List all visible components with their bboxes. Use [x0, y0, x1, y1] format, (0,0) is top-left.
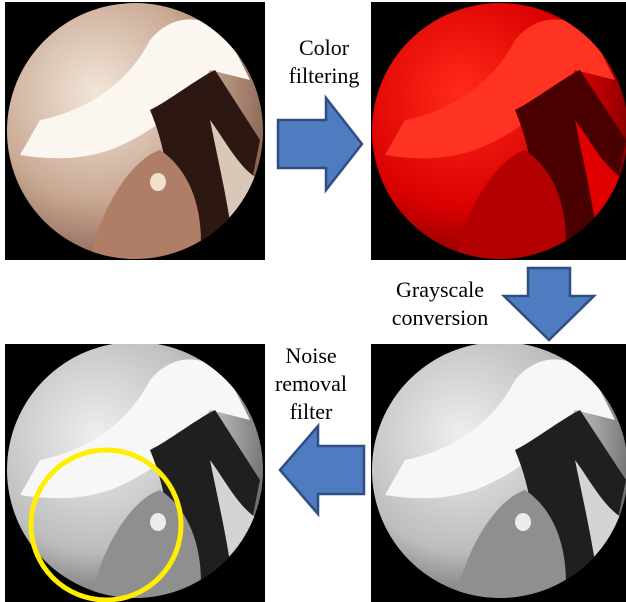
step-label-noise-removal: Noise removal filter [266, 342, 356, 426]
step-label-line: Color [284, 34, 364, 62]
panel-original [5, 2, 265, 260]
arrow-right-icon [278, 98, 362, 190]
arrow-down-icon [504, 268, 594, 340]
step-label-line: removal [266, 370, 356, 398]
panel-noise-removed [5, 344, 265, 602]
arrow-left-icon [280, 426, 364, 514]
step-label-color-filtering: Color filtering [284, 34, 364, 90]
panel-color-filtered [371, 2, 626, 260]
step-label-line: filtering [284, 62, 364, 90]
step-label-line: filter [266, 398, 356, 426]
step-label-line: conversion [380, 304, 500, 332]
step-label-grayscale-conversion: Grayscale conversion [380, 276, 500, 332]
panel-grayscale [371, 344, 626, 602]
step-label-line: Noise [266, 342, 356, 370]
step-label-line: Grayscale [380, 276, 500, 304]
